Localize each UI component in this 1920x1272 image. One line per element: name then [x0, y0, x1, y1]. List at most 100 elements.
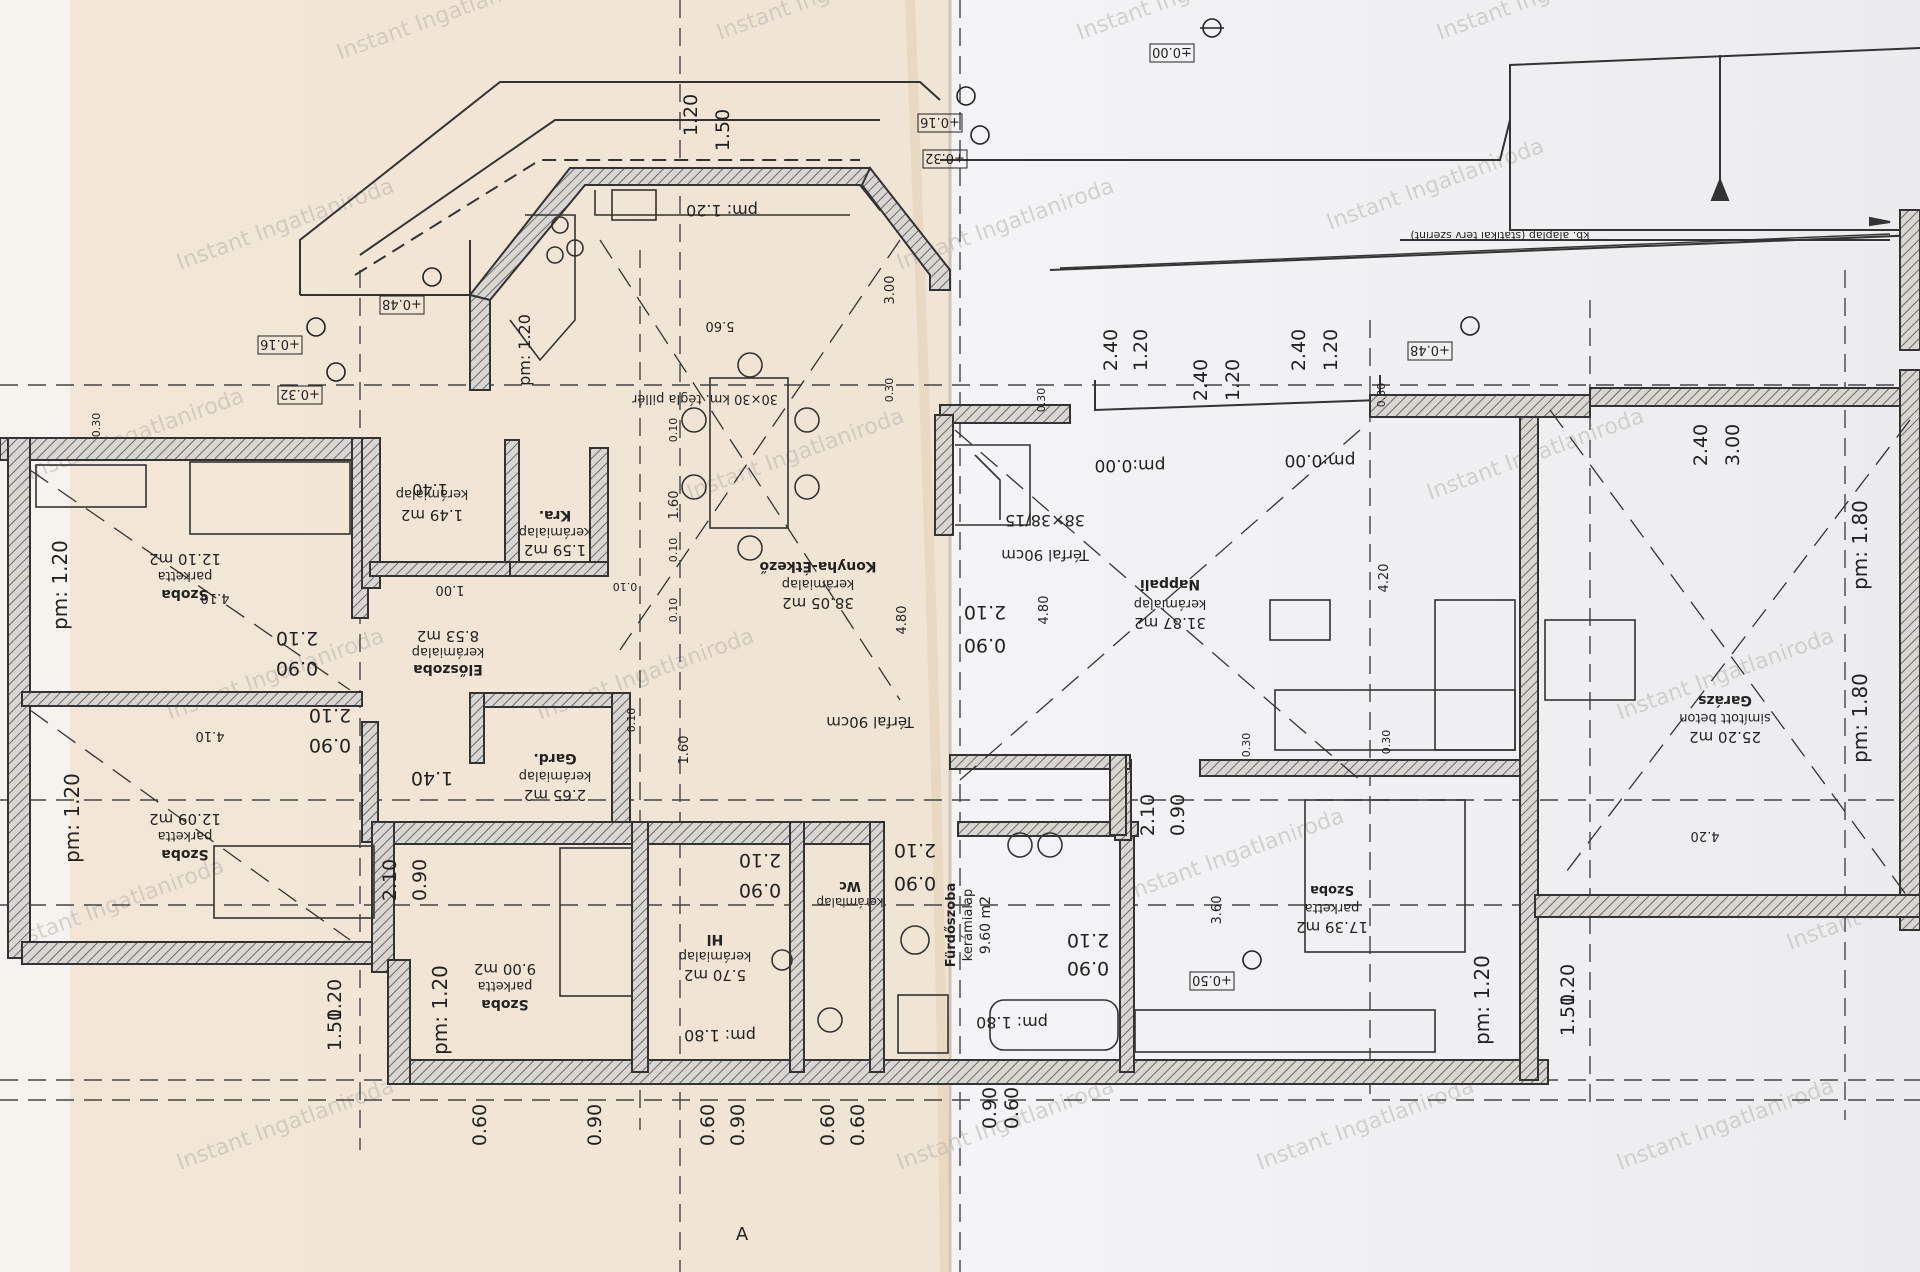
wall-gard-left: [469, 692, 485, 764]
level-value: +0.32: [280, 386, 320, 401]
wall-kitchen-right: [860, 166, 951, 291]
bed: [1304, 799, 1466, 953]
dim: 1.20: [680, 94, 702, 136]
dim: 0.60: [847, 1104, 869, 1146]
wall-bed3-right: [1519, 399, 1539, 1081]
wall-garage-right: [1899, 369, 1920, 931]
wall-left-div: [21, 691, 363, 707]
level-value: +0.48: [382, 296, 422, 311]
wall-gard-top: [469, 692, 621, 708]
room-name: Szoba: [161, 846, 208, 862]
room-area: 8.53 m2: [417, 627, 479, 645]
dim: 2.10: [964, 601, 1006, 623]
wall-wc: [361, 437, 381, 589]
wall-furdo-right: [1119, 821, 1135, 1073]
height-label: pm: 1.80: [684, 1026, 756, 1045]
room-area: 12.10 m2: [149, 550, 221, 568]
dim: 0.90: [894, 872, 936, 894]
bed: [559, 847, 633, 997]
room-floor: kerámialap: [519, 524, 591, 539]
dim: 0.60: [1001, 1087, 1023, 1129]
room-height: pm: 1.20: [60, 773, 84, 863]
wall-kamra: [589, 447, 609, 574]
room-floor: kerámialap: [961, 889, 976, 961]
room-height: pm: 1.20: [1470, 955, 1494, 1045]
dim: 1.50: [712, 109, 734, 151]
dim: 0.90: [727, 1104, 749, 1146]
wall-left-bottom: [21, 941, 383, 965]
dim: 1.60: [677, 736, 692, 765]
dim: 0.30: [90, 413, 103, 438]
wall-bed2-right: [361, 721, 379, 843]
dim: 2.10: [1067, 929, 1109, 951]
pillar-note: 30×30 km. tégla pillér: [631, 391, 778, 406]
dining-table: [709, 377, 789, 529]
room-floor: kerámialap: [519, 768, 591, 783]
room-name: Szoba: [1310, 882, 1354, 897]
dim: 2.10: [739, 849, 781, 871]
room-name: Szoba: [161, 586, 208, 602]
room-area: 17.39 m2: [1296, 918, 1368, 936]
bathtub: [989, 999, 1119, 1051]
wall-wc-bot: [369, 561, 511, 577]
room-height: pm: 1.20: [48, 540, 72, 630]
wall-furdo-right2: [1109, 754, 1127, 836]
dim: 0.90: [584, 1104, 606, 1146]
room-height: pm: 1.20: [428, 965, 452, 1055]
dim: 2.10: [894, 839, 936, 861]
room-name: Wc: [839, 878, 861, 893]
room-floor: parketta: [158, 568, 213, 583]
room-name: Konyha-Étkező: [759, 558, 876, 575]
room-area: 9.00 m2: [474, 960, 536, 978]
dim: 0.30: [1240, 733, 1253, 758]
level-value: +0.48: [1410, 342, 1450, 357]
dim: 0.90: [309, 734, 351, 756]
wall-hl-right: [789, 821, 805, 1073]
dim: 0.10: [625, 708, 638, 733]
level-markers: [306, 18, 1480, 970]
room-area: 38.05 m2: [782, 594, 854, 612]
dim: 3.00: [1722, 424, 1744, 466]
dim: 0.90: [409, 859, 431, 901]
dim: 3.00: [883, 276, 898, 305]
level-value: +0.50: [1192, 972, 1232, 987]
dim: 2.40: [1288, 329, 1310, 371]
wall-lower-left2: [387, 959, 411, 1085]
height-label: pm: 1.80: [976, 1013, 1048, 1032]
terfal-note: Térfal 90cm: [1001, 546, 1089, 564]
wall-nappali-top: [939, 404, 1071, 424]
room-floor: simított beton: [1679, 710, 1771, 725]
dim: 2.40: [1190, 359, 1212, 401]
height-label: pm: 1.80: [1848, 500, 1872, 590]
dim: 0.60: [817, 1104, 839, 1146]
room-floor: kerámialap: [782, 576, 854, 591]
wall-furdo-top: [957, 821, 1139, 837]
room-floor: parketta: [158, 828, 213, 843]
wall-kitchen-left: [469, 293, 491, 391]
dim: 1.00: [436, 582, 465, 597]
bed: [189, 461, 351, 535]
room-floor: kerámialap: [396, 486, 468, 501]
wall-lower-left: [371, 821, 395, 973]
dim: 0.10: [667, 538, 680, 563]
room-name: Kra.: [539, 507, 572, 523]
dim: 0.30: [1035, 388, 1048, 413]
wall-kamra-bot: [507, 561, 609, 577]
room-area: 25.20 m2: [1689, 728, 1761, 746]
room-area: 12.09 m2: [149, 810, 221, 828]
dim: 4.10: [201, 590, 230, 605]
dim: 4.20: [1691, 828, 1720, 843]
wall-left-top: [0, 437, 361, 461]
dim: 0.10: [667, 598, 680, 623]
level-value: ±0.00: [1152, 44, 1192, 59]
dim: 0.90: [1067, 957, 1109, 979]
room-name: Előszoba: [413, 661, 483, 677]
dim: 0.90: [964, 634, 1006, 656]
room-floor: kerámialap: [1134, 596, 1206, 611]
dim: 0.10: [667, 418, 680, 443]
terrace-outline: [299, 47, 1920, 412]
height-label: pm: 1.80: [1848, 673, 1872, 763]
dim: 0.90: [276, 657, 318, 679]
room-floor: parketta: [1305, 900, 1360, 915]
